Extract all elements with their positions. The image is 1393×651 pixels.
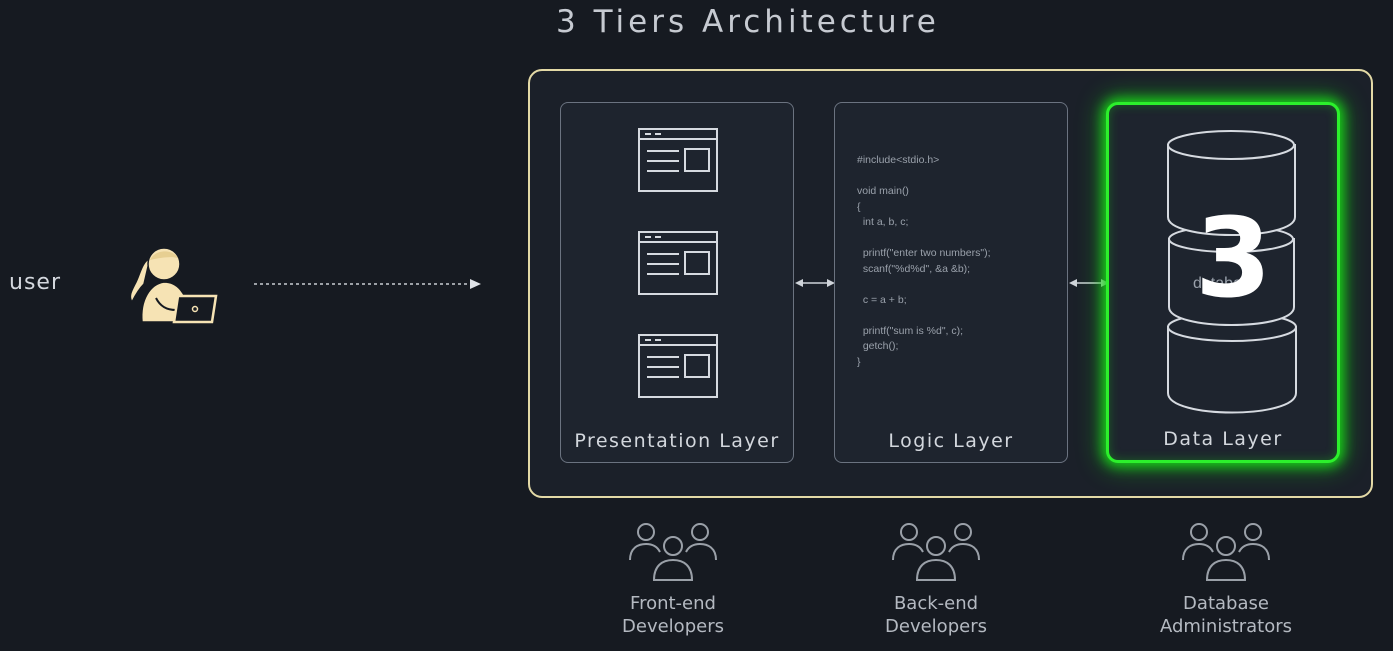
database-label: database xyxy=(1193,275,1259,292)
browser-window-icon xyxy=(638,334,718,398)
group-people-icon xyxy=(892,523,980,581)
data-layer-panel: database 3 Data Layer xyxy=(1106,102,1340,463)
diagram-title: 3 Tiers Architecture xyxy=(556,4,940,40)
user-label: user xyxy=(9,270,61,295)
team-backend: Back-end Developers xyxy=(836,520,1036,638)
group-people-icon xyxy=(1182,523,1270,581)
step-number: 3 xyxy=(1195,194,1272,322)
user-to-app-arrow xyxy=(254,279,481,289)
team-label-line1: Database xyxy=(1183,593,1269,614)
browser-window-icon xyxy=(638,128,718,192)
team-dba: Database Administrators xyxy=(1126,520,1326,638)
group-people-icon xyxy=(629,523,717,581)
logic-layer-label: Logic Layer xyxy=(888,430,1014,452)
browser-window-icon xyxy=(638,231,718,295)
data-layer-label: Data Layer xyxy=(1163,428,1283,450)
bidirectional-arrow xyxy=(1069,279,1109,287)
team-label-line2: Administrators xyxy=(1159,616,1293,637)
team-label-line1: Back-end xyxy=(893,593,979,614)
code-snippet: #include<stdio.h> void main() { int a, b… xyxy=(857,154,991,368)
team-label-line2: Developers xyxy=(622,616,724,637)
bidirectional-arrow xyxy=(795,279,835,287)
user-laptop-icon xyxy=(129,247,218,324)
team-frontend: Front-end Developers xyxy=(573,520,773,638)
team-label-line1: Front-end xyxy=(630,593,716,614)
logic-layer-panel: #include<stdio.h> void main() { int a, b… xyxy=(834,102,1068,463)
team-label-line2: Developers xyxy=(885,616,987,637)
database-cylinder-icon xyxy=(1167,130,1297,414)
presentation-layer-label: Presentation Layer xyxy=(574,430,780,452)
presentation-layer-panel: Presentation Layer xyxy=(560,102,794,463)
